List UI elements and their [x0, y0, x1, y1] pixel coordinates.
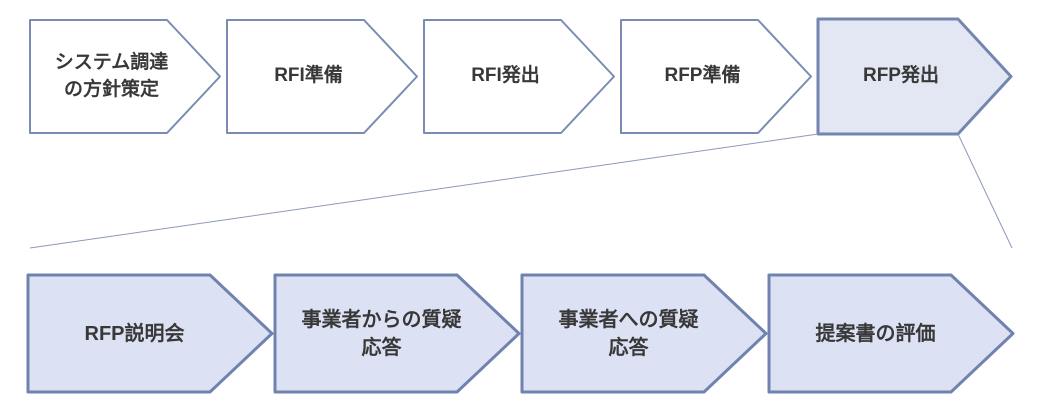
- chevron-qa-from-vendors: [273, 273, 521, 394]
- chevron-qa-to-vendors: [520, 273, 768, 394]
- chevron-rfp-issuance-highlighted: [816, 17, 1013, 136]
- chevron-rfp-briefing: [26, 273, 274, 394]
- chevron-rfp-preparation: [620, 19, 812, 134]
- expand-connector-left-line: [29, 133, 819, 249]
- chevron-system-policy: [29, 19, 221, 134]
- expand-connector-right-line: [957, 133, 1013, 249]
- chevron-rfi-issuance: [423, 19, 615, 134]
- chevron-proposal-evaluation: [767, 273, 1015, 394]
- chevron-rfi-preparation: [226, 19, 418, 134]
